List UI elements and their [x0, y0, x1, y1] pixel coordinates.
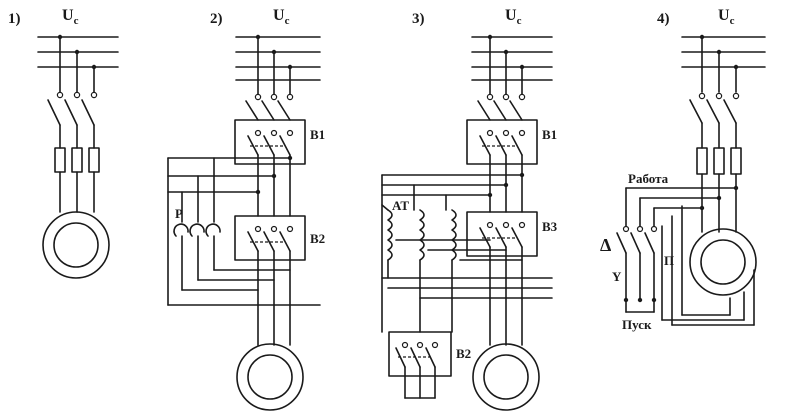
diagram-2-breaker-b1-label: B1	[310, 127, 326, 142]
diagram-2-number: 2)	[210, 11, 223, 27]
diagram-1-direct-start	[37, 34, 119, 279]
motor-1	[42, 211, 110, 279]
diagram-3-autotransformer-label: AT	[392, 198, 410, 213]
phase-conductors-3	[477, 34, 526, 121]
autotransformer-feed-lines-3	[381, 172, 525, 333]
motor-3	[472, 343, 540, 411]
diagram-4-number: 4)	[657, 11, 670, 27]
fuses-1	[54, 147, 100, 213]
diagram-4-supply-label: Uc	[718, 7, 735, 27]
diagram-4-delta-label: Δ	[600, 235, 612, 255]
diagram-3-breaker-b3-label: B3	[542, 219, 558, 234]
busbar-4	[681, 36, 766, 68]
disconnector-1	[47, 99, 95, 149]
star-delta-switch-4	[616, 185, 739, 313]
phase-conductors-2	[245, 34, 294, 121]
diagram-1-supply-label: Uc	[62, 7, 79, 27]
breaker-b1-diagram-2	[234, 119, 306, 217]
autotransformer-coils-3	[381, 204, 553, 333]
diagram-3-breaker-b2-label: B2	[456, 346, 472, 361]
diagram-4-star-label: Y	[612, 269, 622, 284]
diagram-4-start-label: Пуск	[622, 317, 652, 332]
diagram-3-number: 3)	[412, 11, 425, 27]
diagram-3-breaker-b1-label: B1	[542, 127, 558, 142]
reactor-coils-2	[167, 223, 321, 306]
reactor-bypass-lines-2	[167, 155, 293, 306]
winding-connections-4	[661, 205, 755, 326]
diagram-2-reactor-start	[167, 34, 321, 411]
diagram-4-switch-label: П	[664, 253, 675, 268]
phase-conductors-1	[56, 34, 98, 99]
motor-4	[689, 228, 757, 296]
diagram-3-supply-label: Uc	[505, 7, 522, 27]
diagram-2-breaker-b2-label: B2	[310, 231, 326, 246]
diagram-4-run-label: Работа	[628, 171, 669, 186]
diagram-1-number: 1)	[8, 11, 21, 27]
busbar-3	[471, 36, 553, 81]
motor-2	[236, 343, 304, 411]
busbar-2	[235, 36, 321, 81]
fuses-4	[696, 147, 742, 233]
diagram-2-supply-label: Uc	[273, 7, 290, 27]
diagram-3-autotransformer-start	[381, 34, 553, 411]
phase-conductors-4	[689, 34, 740, 149]
diagram-4-star-delta-start	[616, 34, 766, 326]
breaker-b2-diagram-2	[234, 215, 306, 346]
breaker-b3-diagram-3	[466, 211, 538, 346]
breaker-b2-diagram-3	[388, 331, 452, 399]
breaker-b1-diagram-3	[466, 119, 538, 213]
diagram-2-reactor-label: P	[175, 206, 183, 221]
